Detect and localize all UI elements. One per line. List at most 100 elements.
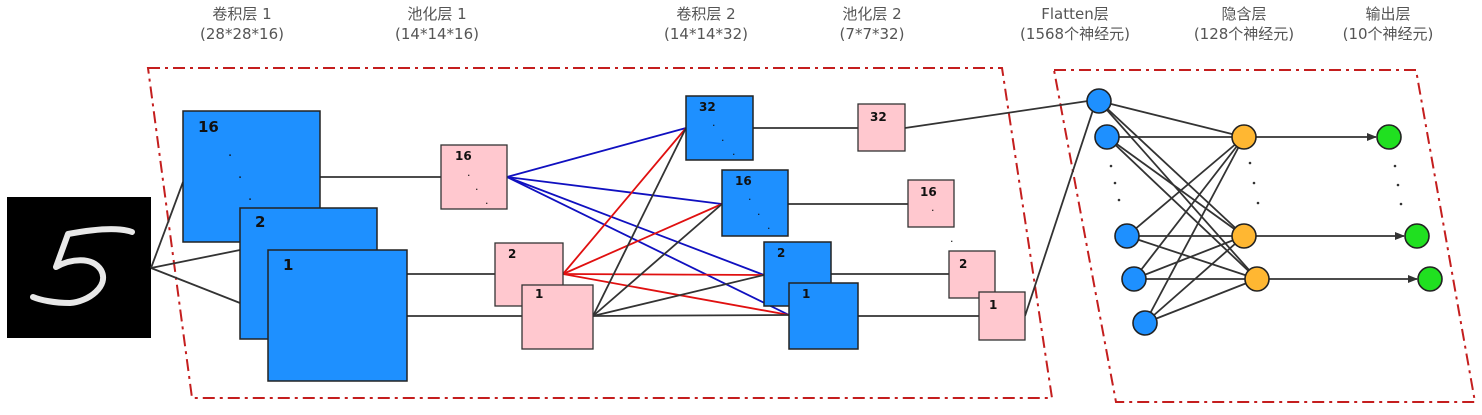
layer-dims: (7*7*32) xyxy=(839,25,905,43)
ellipsis-dot xyxy=(1399,202,1403,206)
ellipsis-dots: . xyxy=(748,190,752,203)
dense-connection xyxy=(1144,278,1258,324)
layer-header-pool1: 池化层 1 (14*14*16) xyxy=(357,4,517,44)
pool2-maps: 32 16 . . 2 1 xyxy=(857,103,1026,341)
pool1-conv2-dark-edges xyxy=(592,127,790,317)
map-label: 16 xyxy=(920,185,937,199)
hidden-output-edges xyxy=(1256,133,1418,283)
pool2-map-32 xyxy=(857,103,906,152)
ellipsis-dots: . xyxy=(467,166,471,179)
pool1-map-16 xyxy=(440,144,508,210)
layer-header-pool2: 池化层 2 (7*7*32) xyxy=(792,4,952,44)
output-neuron xyxy=(1404,223,1430,249)
pool2-flatten-edges xyxy=(904,100,1095,317)
pool2-map-16 xyxy=(907,179,955,228)
flatten-neuron xyxy=(1086,88,1112,114)
layer-title: 输出层 xyxy=(1365,5,1411,23)
map-label: 16 xyxy=(455,149,472,163)
layer-header-flatten: Flatten层 (1568个神经元) xyxy=(995,4,1155,44)
dense-connection xyxy=(1098,100,1258,280)
dense-connection xyxy=(1098,100,1245,138)
pool2-map-1 xyxy=(978,291,1026,341)
map-label: 1 xyxy=(535,287,543,301)
flatten-neurons xyxy=(1086,88,1158,336)
layer-header-hidden: 隐含层 (128个神经元) xyxy=(1164,4,1324,44)
ellipsis-dots: . xyxy=(248,189,252,204)
ellipsis-dots: . xyxy=(732,145,736,158)
neuron-ellipsis xyxy=(1109,161,1403,206)
ellipsis-dots: . xyxy=(485,194,489,207)
map-label: 32 xyxy=(699,100,716,114)
layer-dims: (1568个神经元) xyxy=(1020,25,1130,43)
conv2-maps: 32 . . . 16 . . . 2 1 xyxy=(685,95,859,350)
hidden-neuron xyxy=(1231,223,1257,249)
conv2-map-16 xyxy=(721,169,789,237)
flatten-neuron xyxy=(1114,223,1140,249)
layer-dims: (14*14*32) xyxy=(664,25,748,43)
flatten-neuron xyxy=(1094,124,1120,150)
hidden-neurons xyxy=(1231,124,1270,292)
output-neurons xyxy=(1376,124,1443,292)
ellipsis-dots: . xyxy=(767,219,771,232)
layer-dims: (128个神经元) xyxy=(1193,25,1295,43)
pool1-map-1 xyxy=(521,284,594,350)
layer-dims: (28*28*16) xyxy=(200,25,284,43)
map-label: 1 xyxy=(802,287,810,301)
ellipsis-dots: . xyxy=(475,180,479,193)
hidden-neuron xyxy=(1231,124,1257,150)
hidden-neuron xyxy=(1244,266,1270,292)
flatten-neuron xyxy=(1121,266,1147,292)
map-label: 32 xyxy=(870,110,887,124)
layer-dims: (14*14*16) xyxy=(395,25,479,43)
ellipsis-dots: . xyxy=(757,205,761,218)
dense-connection xyxy=(1144,235,1245,324)
ellipsis-dot xyxy=(1113,181,1117,185)
flatten-hidden-edges xyxy=(1098,100,1258,324)
handwritten-digit-5 xyxy=(30,226,135,306)
map-label: 2 xyxy=(777,246,785,260)
output-neuron xyxy=(1417,266,1443,292)
pool2-map-2 xyxy=(948,250,996,299)
dense-connection xyxy=(1106,136,1258,280)
flatten-neuron xyxy=(1132,310,1158,336)
ellipsis-dots: . xyxy=(721,131,725,144)
layer-title: 池化层 2 xyxy=(842,5,902,23)
dense-connection xyxy=(1133,235,1245,280)
input-image xyxy=(7,197,151,338)
map-label: 16 xyxy=(198,118,219,136)
ellipsis-dots: . xyxy=(950,232,954,245)
frame-feature-extraction xyxy=(146,67,1054,399)
ellipsis-dot xyxy=(1396,183,1400,187)
layer-title: Flatten层 xyxy=(1041,5,1109,23)
map-label: 16 xyxy=(735,174,752,188)
dense-connection xyxy=(1098,100,1245,237)
pool1-maps: 16 . . . 2 1 xyxy=(440,144,594,350)
pool1-conv2-red-edges xyxy=(562,127,790,316)
dense-connection xyxy=(1106,136,1245,237)
layer-title: 隐含层 xyxy=(1221,5,1267,23)
dense-connection xyxy=(1133,136,1245,280)
layer-title: 卷积层 2 xyxy=(676,5,736,23)
layer-header-conv2: 卷积层 2 (14*14*32) xyxy=(626,4,786,44)
dense-connection xyxy=(1126,136,1245,237)
layer-title: 池化层 1 xyxy=(407,5,467,23)
ellipsis-dots: . xyxy=(238,167,242,182)
layer-header-output: 输出层 (10个神经元) xyxy=(1308,4,1468,44)
ellipsis-dot xyxy=(1117,198,1121,202)
map-label: 2 xyxy=(959,257,967,271)
map-label: 1 xyxy=(283,256,293,274)
ellipsis-dot xyxy=(1393,164,1397,168)
conv2-pool2-edges xyxy=(753,127,979,317)
conv1-maps: 16 . . . 2 1 xyxy=(182,110,408,382)
map-label: 1 xyxy=(989,298,997,312)
map-label: 2 xyxy=(508,247,516,261)
conv2-map-1 xyxy=(788,282,859,350)
ellipsis-dot xyxy=(1248,161,1252,165)
map-label: 2 xyxy=(255,213,265,231)
dense-connection xyxy=(1144,136,1245,324)
ellipsis-dots: . xyxy=(931,201,935,214)
ellipsis-dot xyxy=(1256,201,1260,205)
pool1-conv2-blue-edges xyxy=(506,127,790,316)
layer-header-conv1: 卷积层 1 (28*28*16) xyxy=(162,4,322,44)
